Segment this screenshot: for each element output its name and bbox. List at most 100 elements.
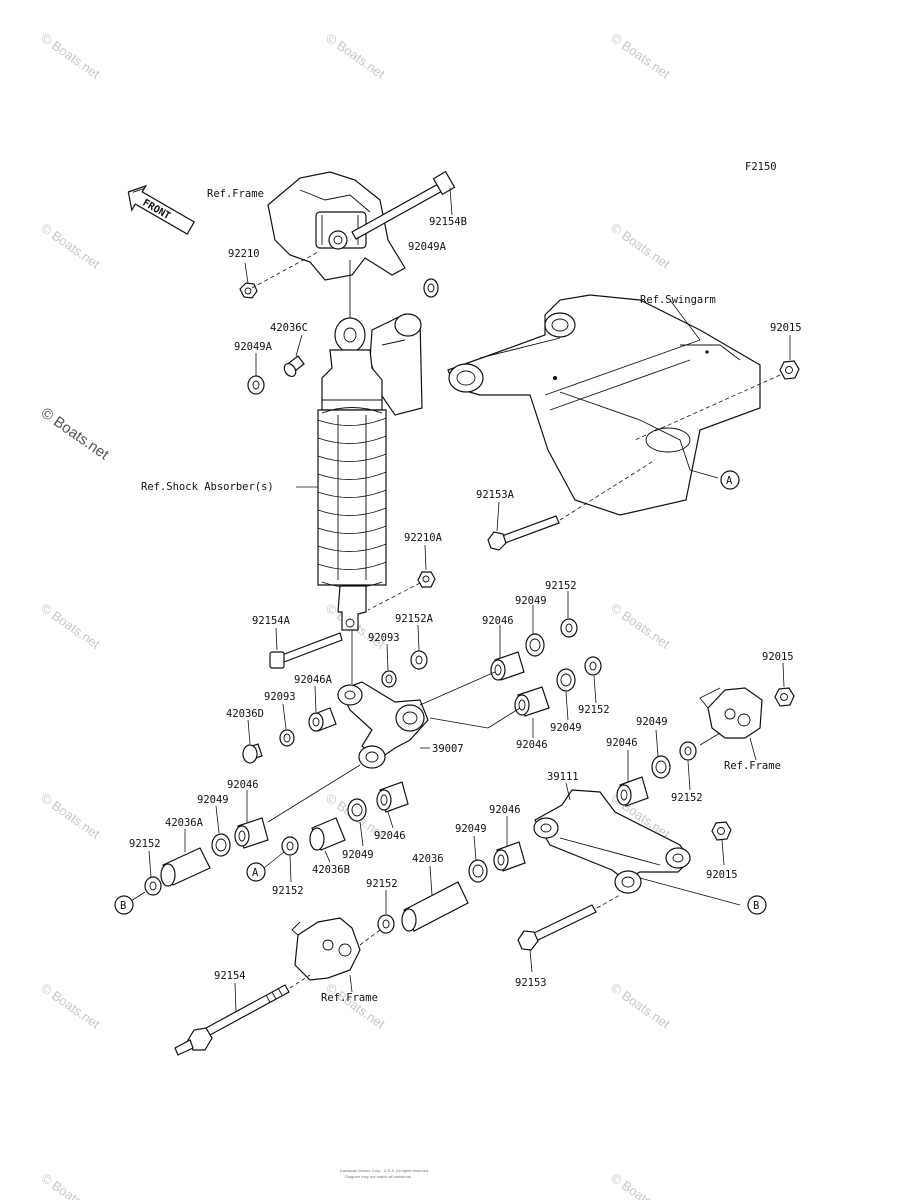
nut-92015-bot — [711, 821, 732, 841]
leader — [386, 643, 389, 671]
part-label-92049-g: 92049 — [342, 849, 374, 861]
collar-42036C — [283, 355, 305, 378]
bearing-92046A — [308, 707, 337, 732]
part-label-92049-c: 92049 — [197, 794, 229, 806]
leader — [417, 624, 420, 651]
part-label-42036: 42036 — [412, 853, 444, 865]
part-label-39007: 39007 — [432, 743, 464, 755]
part-label-92049A-top: 92049A — [408, 241, 447, 253]
part-label-92210A: 92210A — [404, 532, 443, 544]
frame-bracket-bottom — [291, 917, 361, 981]
part-labels: Ref.Frame 92154B 92210 92049A 42036C 920… — [129, 188, 802, 1004]
seal-92093-a — [381, 670, 397, 688]
watermark: © Boats.net — [38, 1170, 103, 1200]
part-label-92152-f: 92152 — [366, 878, 398, 890]
part-label-92046-a: 92046 — [482, 615, 514, 627]
callout-b-right-label: B — [753, 900, 759, 912]
leader — [782, 662, 785, 688]
leader — [387, 811, 394, 829]
axis-line — [559, 459, 656, 521]
leader — [419, 671, 496, 706]
leader — [565, 691, 569, 721]
bolt-92154 — [174, 984, 290, 1056]
washer-92049A-left — [247, 375, 265, 395]
bearing-92046-d — [234, 817, 269, 849]
part-label-92046-g: 92046 — [374, 830, 406, 842]
part-label-92154A: 92154A — [252, 615, 291, 627]
footer-line-2: Diagram may not match all variations. — [345, 1174, 412, 1179]
washer-92152-e — [679, 741, 697, 761]
part-label-92015-mid: 92015 — [762, 651, 794, 663]
axis-line — [359, 929, 381, 946]
frame-bracket-top — [267, 171, 406, 281]
leader — [349, 974, 353, 993]
seal-92049-b — [556, 668, 576, 692]
part-label-92210: 92210 — [228, 248, 260, 260]
callout-a-label: A — [726, 475, 733, 487]
leader — [593, 675, 597, 704]
part-label-92049-e: 92049 — [636, 716, 668, 728]
watermark: © Boats.net — [38, 790, 103, 842]
washer-92152-a — [560, 618, 578, 638]
leader — [148, 850, 152, 878]
leader — [749, 737, 757, 761]
figure-code: F2150 — [745, 161, 777, 173]
ref-frame-top-label: Ref.Frame — [207, 188, 264, 200]
watermark: © Boats.net — [608, 220, 673, 272]
bolt-92153 — [517, 904, 597, 951]
part-label-92046-e: 92046 — [606, 737, 638, 749]
washer-92152-d — [144, 876, 162, 896]
axis-line — [367, 582, 421, 611]
part-label-92154B: 92154B — [429, 216, 467, 228]
nut-92210A — [417, 571, 436, 588]
callout-b-right — [747, 895, 767, 915]
collar-42036A — [160, 847, 211, 887]
bolt-92154A — [269, 632, 343, 669]
uni-trak-link-39007 — [337, 681, 429, 769]
watermark: © Boats.net — [38, 30, 103, 82]
leader — [689, 469, 719, 479]
part-label-92093-a: 92093 — [368, 632, 400, 644]
watermark: © Boats.net — [38, 600, 103, 652]
part-label-92152-a: 92152 — [545, 580, 577, 592]
leader — [473, 835, 477, 861]
footer-line-1: Kawasaki Motors Corp., U.S.A. All rights… — [340, 1168, 429, 1173]
nut-92015-top — [779, 360, 800, 380]
leader — [449, 187, 453, 216]
leader — [687, 760, 691, 791]
axis-line — [289, 974, 311, 989]
bearing-92046-b — [514, 686, 550, 717]
part-label-92015-top: 92015 — [770, 322, 802, 334]
leader — [529, 949, 533, 973]
leader — [359, 821, 364, 847]
part-label-92152-c: 92152 — [671, 792, 703, 804]
part-label-92152-d: 92152 — [129, 838, 161, 850]
leader — [263, 851, 285, 869]
washer-92049A-top — [423, 278, 439, 298]
part-label-92046-f: 92046 — [489, 804, 521, 816]
part-label-42036C: 42036C — [270, 322, 308, 334]
collar-42036 — [401, 881, 469, 932]
washer-92152-f — [377, 914, 395, 934]
part-label-42036D: 42036D — [226, 708, 264, 720]
washer-92152-b — [584, 656, 602, 676]
part-label-92093-b: 92093 — [264, 691, 296, 703]
part-label-42036B: 42036B — [312, 864, 350, 876]
part-label-92049-b: 92049 — [550, 722, 582, 734]
leader — [215, 805, 220, 834]
callout-b-left-label: B — [120, 900, 126, 912]
leader — [699, 732, 721, 746]
leader — [565, 782, 571, 801]
watermark: © Boats.net — [608, 1170, 673, 1200]
nut-92210 — [239, 282, 258, 299]
part-label-92153A: 92153A — [476, 489, 515, 501]
part-label-92154: 92154 — [214, 970, 246, 982]
leader — [295, 334, 303, 357]
washer-92152A — [410, 650, 428, 670]
leader — [655, 729, 659, 757]
ref-frame-right-label: Ref.Frame — [724, 760, 781, 772]
part-label-92049-f: 92049 — [455, 823, 487, 835]
watermark: © Boats.net — [38, 980, 103, 1032]
leader — [429, 865, 433, 896]
leader — [282, 703, 287, 730]
